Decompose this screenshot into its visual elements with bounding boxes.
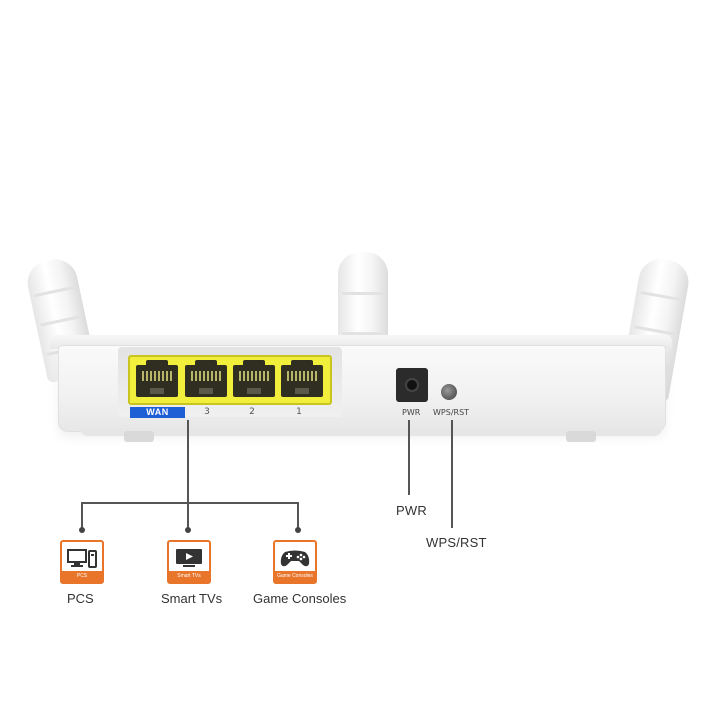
router-bottom-edge: [80, 428, 662, 436]
pcs-caption: PCS: [67, 591, 94, 606]
lan-branch-line: [81, 502, 298, 504]
lan-port-1[interactable]: [281, 360, 323, 397]
pwr-label: PWR: [402, 408, 421, 417]
lan-port-2[interactable]: [233, 360, 275, 397]
lan-drop-console: [297, 502, 299, 528]
router-foot-left: [124, 431, 154, 442]
gamepad-icon: [280, 550, 310, 566]
connector-dot-tv: [185, 527, 191, 533]
pc-icon: [67, 548, 97, 568]
connector-dot-console: [295, 527, 301, 533]
lan-drop-tv: [187, 502, 189, 528]
lan-port-1-label: 1: [296, 407, 302, 417]
device-card-game-consoles: Game Consoles: [273, 540, 317, 584]
connector-dot-pcs: [79, 527, 85, 533]
game-consoles-strip: Game Consoles: [275, 571, 315, 582]
lan-port-3[interactable]: [185, 360, 227, 397]
pcs-strip: PCS: [62, 571, 102, 582]
wps-rst-callout: WPS/RST: [426, 535, 487, 550]
smart-tvs-strip: Smart TVs: [169, 571, 209, 582]
wps-callout-line: [451, 420, 453, 528]
pwr-callout-line: [408, 420, 410, 495]
router-foot-right: [566, 431, 596, 442]
lan-trunk-line: [187, 420, 189, 503]
game-consoles-caption: Game Consoles: [253, 591, 347, 606]
device-card-smart-tvs: Smart TVs: [167, 540, 211, 584]
power-jack[interactable]: [396, 368, 428, 402]
lan-drop-pcs: [81, 502, 83, 528]
lan-port-2-label: 2: [249, 407, 255, 417]
wps-rst-label: WPS/RST: [433, 408, 470, 417]
wan-port[interactable]: [136, 360, 178, 397]
pwr-callout: PWR: [396, 503, 427, 518]
wps-rst-button[interactable]: [441, 384, 457, 400]
device-card-pcs: PCS: [60, 540, 104, 584]
wan-label: WAN: [130, 407, 185, 418]
lan-port-3-label: 3: [204, 407, 210, 417]
smart-tvs-caption: Smart TVs: [161, 591, 223, 606]
tv-icon: [176, 548, 202, 567]
ethernet-port-block: [128, 355, 332, 405]
